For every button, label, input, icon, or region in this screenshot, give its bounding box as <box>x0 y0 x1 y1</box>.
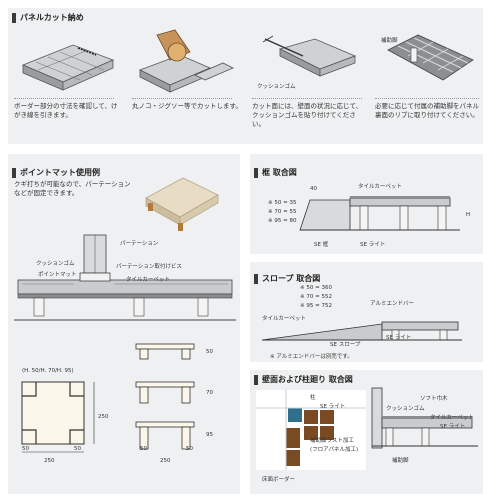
wall-floor-note: (フロアパネル加工) <box>310 447 359 453</box>
waku-se-waku: SE 框 <box>314 242 329 248</box>
step1-divider <box>14 98 114 99</box>
wall-plan-diagram <box>256 390 366 470</box>
heading-text: 壁面および柱廻り 取合図 <box>262 375 353 384</box>
slope-se-slope: SE スロープ <box>330 342 361 348</box>
step3-illustration <box>262 35 357 77</box>
heading-bar <box>12 12 16 23</box>
wall-pillar: 柱 <box>310 395 316 401</box>
slope-diagram <box>261 321 462 341</box>
side-h95: 95 <box>206 432 213 438</box>
heading-text: ポイントマット使用例 <box>20 168 100 177</box>
top-dim-250-side: 250 <box>98 414 109 420</box>
top-dim-50b: 50 <box>74 446 81 452</box>
step4-aux-label: 補助脚 <box>381 38 398 44</box>
step4-illustration <box>387 34 474 81</box>
wall-se-light: SE ライト <box>440 424 466 430</box>
slope-note: ※ アルミエンドバーは別売です。 <box>270 354 353 360</box>
partition-label: パーテーション <box>120 241 159 247</box>
step2-text: 丸ノコ・ジグソー等でカットします。 <box>132 102 242 110</box>
point-mat-label: ポイントマット <box>38 272 77 278</box>
slope-alumi: アルミエンドバー <box>370 301 414 307</box>
side-h50: 50 <box>206 349 213 355</box>
wall-aux: 補助脚 <box>392 458 409 464</box>
side-h70: 70 <box>206 390 213 396</box>
wall-light: SE ライト <box>320 404 346 410</box>
wall-aux-leg: 補助脚ラスト加工 <box>310 438 354 444</box>
tile-label: タイルカーペット <box>126 277 170 283</box>
step3-text: カット面には、壁面の状況に応じて、クッションゴムを貼り付けてください。 <box>252 102 363 128</box>
slope-h95: ※ 95 = 752 <box>300 303 332 309</box>
slope-se-light: SE ライト <box>386 335 412 341</box>
section-heading: パネルカット納め <box>12 12 84 23</box>
point-heading: ポイントマット使用例 <box>12 167 100 178</box>
side-profile-50 <box>135 343 195 360</box>
waku-h50: ※ 50 = 35 <box>268 200 297 206</box>
waku-se-light: SE ライト <box>360 242 386 248</box>
point-mat-top-view <box>21 381 95 453</box>
side-dim-50d: 50 <box>186 446 193 452</box>
waku-h95: ※ 95 = 80 <box>268 218 297 224</box>
step2-divider <box>132 98 232 99</box>
side-profile-70 <box>135 381 195 404</box>
heading-bar <box>254 374 258 385</box>
partition-section-diagram <box>14 234 236 321</box>
wall-soft: ソフト巾木 <box>420 396 448 402</box>
wall-border: 床面ボーダー <box>262 477 296 483</box>
wall-section-diagram <box>371 387 478 449</box>
wall-heading: 壁面および柱廻り 取合図 <box>254 374 353 385</box>
screw-label: パーテーション取付けビス <box>116 264 182 270</box>
waku-d40: 40 <box>310 186 317 192</box>
heights-note: (H. 50/H. 70/H. 95) <box>22 368 74 374</box>
step4-divider <box>375 98 479 99</box>
heading-bar <box>254 167 258 178</box>
heading-bar <box>254 273 258 284</box>
heading-text: 框 取合図 <box>262 168 297 177</box>
waku-heading: 框 取合図 <box>254 167 297 178</box>
step2-illustration <box>139 29 234 93</box>
point-mat-photo <box>145 177 219 231</box>
step3-cushion-label: クッションゴム <box>257 84 296 90</box>
heading-text: パネルカット納め <box>20 13 84 22</box>
step1-illustration <box>21 44 115 91</box>
heading-bar <box>12 167 16 178</box>
point-description: クギ打ちが可能なので、パーテーションなどが固定できます。 <box>14 180 131 197</box>
slope-h70: ※ 70 = 552 <box>300 294 332 300</box>
waku-diagram <box>299 196 460 231</box>
wall-cushion: クッションゴム <box>386 406 425 412</box>
side-dim-250: 250 <box>160 458 171 464</box>
waku-tile: タイルカーペット <box>358 184 402 190</box>
cushion-label: クッションゴム <box>36 261 75 267</box>
step4-text: 必要に応じて付属の補助脚をパネル裏面のリブに取り付けてください。 <box>375 102 479 119</box>
wall-tile: タイルカーペット <box>430 415 474 421</box>
heading-text: スロープ 取合図 <box>262 274 321 283</box>
top-dim-50a: 50 <box>22 446 29 452</box>
step1-text: ボーダー部分の寸法を確認して、けがき線を引きます。 <box>14 102 118 119</box>
step3-divider <box>252 98 362 99</box>
side-profile-95 <box>135 421 195 450</box>
top-dim-250-w: 250 <box>44 458 55 464</box>
slope-heading: スロープ 取合図 <box>254 273 320 284</box>
slope-h50: ※ 50 = 360 <box>300 285 332 291</box>
panel-slope <box>250 262 483 362</box>
waku-h70: ※ 70 = 55 <box>268 209 297 215</box>
side-dim-50c: 50 <box>140 446 147 452</box>
slope-tile: タイルカーペット <box>262 316 306 322</box>
waku-H: H <box>466 212 471 218</box>
